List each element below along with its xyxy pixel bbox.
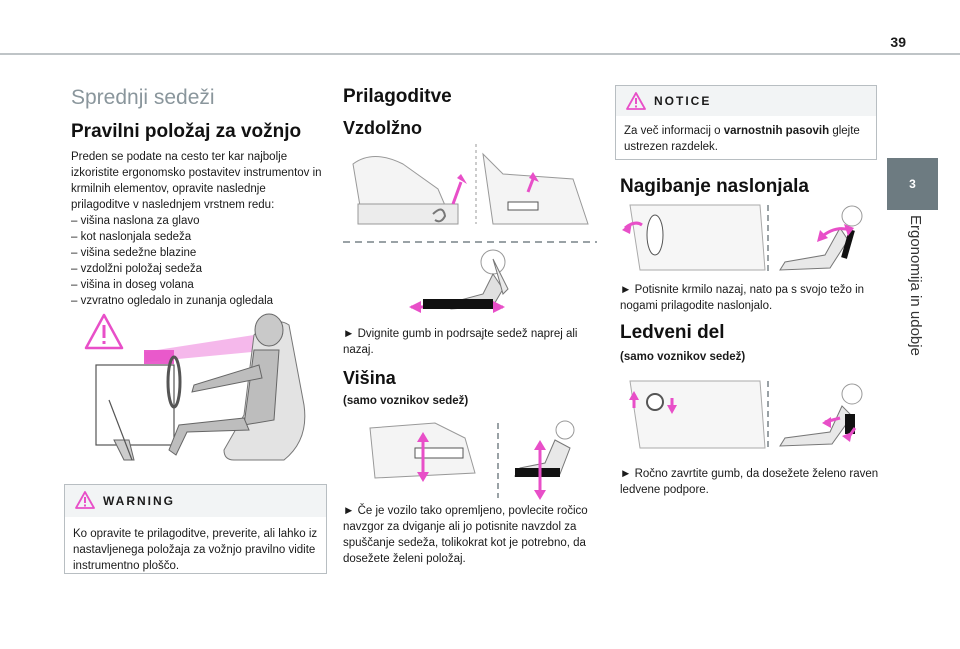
list-item: – vzdolžni položaj sedeža	[71, 263, 203, 275]
warning-triangle-icon	[75, 491, 95, 509]
section-title: Sprednji sedeži	[71, 86, 215, 109]
notice-link-seatbelts: varnostnih pasovih	[723, 125, 830, 137]
notice-text: Za več informacij o varnostnih pasovih g…	[616, 116, 876, 164]
page-number: 39	[890, 34, 906, 50]
warning-box: WARNING Ko opravite te prilagoditve, pre…	[64, 484, 327, 574]
lumbar-text: ► Ročno zavrtite gumb, da dosežete želen…	[620, 468, 879, 496]
longitudinal-illustration	[343, 144, 597, 319]
notice-title: NOTICE	[654, 94, 712, 108]
list-item: – višina naslona za glavo	[71, 215, 200, 227]
chapter-label: Ergonomija in udobje	[889, 215, 939, 405]
height-text: ► Če je vozilo tako opremljeno, povlecit…	[343, 505, 588, 565]
list-item: – kot naslonjala sedeža	[71, 231, 192, 243]
chapter-number: 3	[909, 177, 916, 191]
notice-text-end: glejte ustrezen razdelek.	[624, 125, 860, 153]
chapter-tab[interactable]: 3	[887, 158, 938, 210]
backrest-illustration	[620, 200, 870, 278]
chapter-label-text: Ergonomija in udobje	[907, 215, 924, 356]
driver-position-illustration	[84, 310, 314, 475]
notice-triangle-icon	[626, 92, 646, 110]
intro-paragraph: Preden se podate na cesto ter kar najbol…	[71, 151, 322, 211]
intro-text: Preden se podate na cesto ter kar najbol…	[71, 149, 327, 309]
longitudinal-text: ► Dvignite gumb in podrsajte sedež napre…	[343, 328, 578, 356]
header-rule	[0, 53, 960, 55]
heading-backrest-tilt: Nagibanje naslonjala	[620, 176, 809, 197]
heading-driving-position: Pravilni položaj za vožnjo	[71, 121, 302, 142]
list-item: – višina sedežne blazine	[71, 247, 197, 259]
heading-longitudinal: Vzdolžno	[343, 118, 422, 138]
warning-text: Ko opravite te prilagoditve, preverite, …	[73, 528, 318, 572]
warning-header: WARNING	[65, 485, 326, 517]
list-item: – vzvratno ogledalo in zunanja ogledala	[71, 295, 274, 307]
backrest-text: ► Potisnite krmilo nazaj, nato pa s svoj…	[620, 284, 865, 312]
warning-title: WARNING	[103, 494, 175, 508]
lumbar-note: (samo voznikov sedež)	[620, 351, 746, 363]
list-item: – višina in doseg volana	[71, 279, 194, 291]
height-illustration	[365, 418, 590, 500]
heading-adjustments: Prilagoditve	[343, 86, 452, 107]
notice-box: NOTICE Za več informacij o varnostnih pa…	[615, 85, 877, 160]
lumbar-illustration	[620, 376, 870, 456]
notice-text-start: Za več informacij o	[624, 125, 724, 137]
notice-header: NOTICE	[616, 86, 876, 116]
height-note: (samo voznikov sedež)	[343, 395, 469, 407]
heading-height: Višina	[343, 368, 396, 388]
heading-lumbar: Ledveni del	[620, 322, 725, 343]
